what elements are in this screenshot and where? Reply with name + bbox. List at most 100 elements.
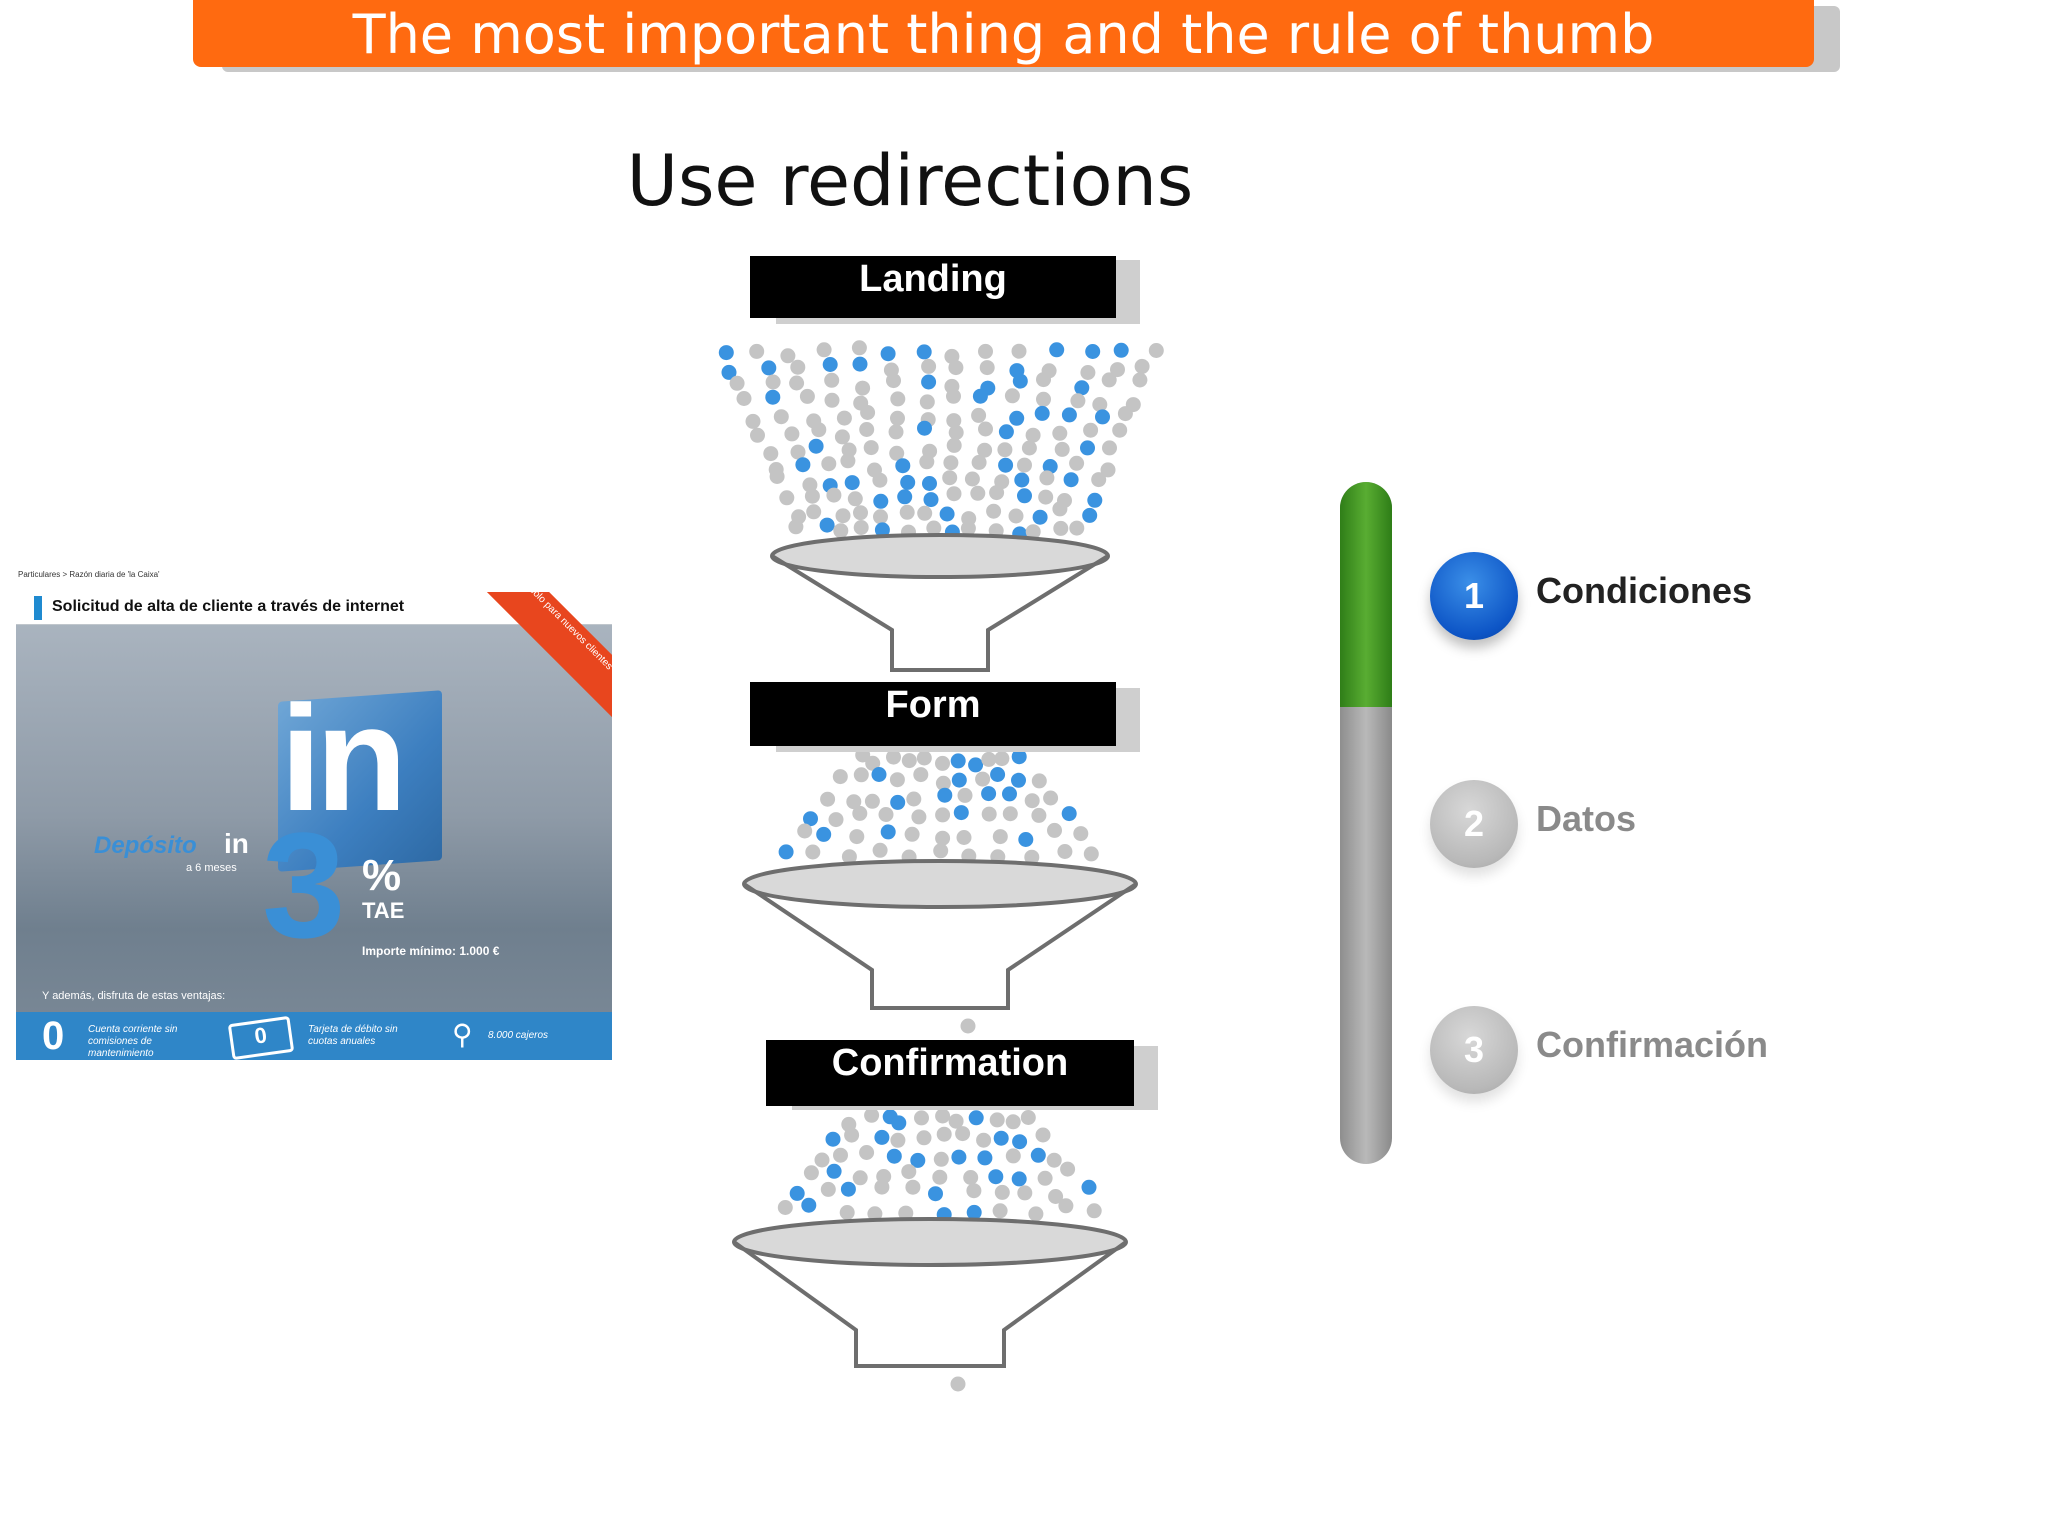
confirmation-particle [1060,1161,1076,1177]
confirmation-particle [948,1113,964,1129]
confirmation-particle [852,1170,868,1186]
confirmation-particle [905,1179,921,1195]
form-particle [981,751,997,767]
landing-particle [1042,459,1058,474]
landing-particle [1080,365,1096,380]
confirmation-particle [789,1185,805,1201]
landing-particle [1082,507,1098,523]
landing-particle [890,410,905,426]
confirmation-particle [801,1197,817,1213]
step-1-label: Condiciones [1536,570,1753,611]
landing-particle [1148,343,1164,358]
form-particle [904,826,920,842]
landing-particle [780,348,796,364]
confirmation-particle [988,1169,1004,1185]
confirmation-particle [966,1183,982,1199]
landing-particle [853,520,869,535]
step-3-label: Confirmación [1536,1024,1769,1065]
landing-particle [1017,457,1032,473]
landing-particle [863,440,879,456]
landing-particle [1036,372,1051,388]
bank-signup-banner: Particulares > Razón diaria de 'la Caixa… [16,570,612,1062]
landing-particle [946,437,962,453]
landing-particle [979,360,995,376]
landing-particle [1049,342,1065,358]
landing-particle [750,427,765,443]
confirmation-particle [901,1164,917,1180]
confirmation-funnel [732,1217,1128,1368]
form-particle [1011,772,1026,788]
landing-particle [873,509,888,525]
landing-particle [919,454,935,470]
landing-particle [1102,440,1117,456]
form-particle [853,767,869,783]
landing-particle [729,375,745,391]
form-particle [935,775,951,791]
confirmation-particle [825,1131,841,1147]
landing-funnel [770,533,1110,672]
confirmation-output-particle [950,1376,966,1392]
landing-particle [1101,372,1117,388]
stage-confirmation-label: Confirmation [766,1040,1134,1106]
landing-particle [1034,405,1050,421]
confirmation-particle [874,1179,890,1195]
landing-particle [978,421,993,437]
step-3-circle: 3 [1430,1006,1518,1094]
confirmation-particle [1030,1147,1046,1163]
landing-particle [802,477,818,493]
landing-particle [773,409,789,425]
confirmation-particle [859,1145,875,1160]
landing-particle [804,488,820,504]
form-particle [1018,832,1034,847]
landing-particle [1100,462,1116,478]
confirmation-particle [993,1130,1009,1146]
landing-particle [1025,427,1041,443]
confirmation-particle [1058,1198,1074,1214]
confirmation-particle [989,1112,1005,1128]
form-particle [872,842,888,858]
form-particle [981,786,997,802]
form-particle [935,830,951,846]
form-particle [906,791,922,807]
form-particle [832,769,848,785]
form-particle [828,812,844,828]
advantages-intro: Y además, disfruta de estas ventajas: [42,990,226,1002]
confirmation-particle [867,1206,883,1222]
confirmation-particle [1020,1110,1036,1125]
perk-card-text: Tarjeta de débito sin cuotas anuales [308,1024,398,1047]
landing-particle [852,356,868,372]
form-particle [1031,773,1047,789]
landing-particle [946,486,962,502]
form-particle [1073,826,1089,842]
landing-particle [1117,406,1133,422]
form-particle [865,755,881,771]
landing-particle [816,342,832,358]
term-label: a 6 meses [186,862,237,874]
landing-particle [1069,520,1085,536]
form-particle [778,844,794,860]
heading-marker [34,596,42,620]
confirmation-particle [1005,1148,1021,1164]
form-particle [864,793,880,809]
landing-particle [847,491,863,507]
form-particle [1047,822,1062,838]
landing-particle [855,380,871,396]
landing-particle [986,503,1002,519]
slide-title: Use redirections [626,140,1194,222]
landing-particle [1008,508,1024,524]
landing-particle [888,424,904,440]
confirmation-particle [777,1200,793,1215]
form-particle [951,772,967,788]
form-particle [849,829,865,845]
landing-particle [971,407,987,423]
landing-particle [769,469,785,484]
progress-fill [1340,482,1392,708]
form-funnel [742,859,1138,1010]
confirmation-particle [820,1181,836,1197]
landing-particle [833,523,849,539]
landing-particle [840,453,856,469]
landing-particle [1095,409,1110,425]
landing-particle [1113,342,1129,358]
landing-particle [989,485,1005,501]
landing-particle [859,422,875,437]
